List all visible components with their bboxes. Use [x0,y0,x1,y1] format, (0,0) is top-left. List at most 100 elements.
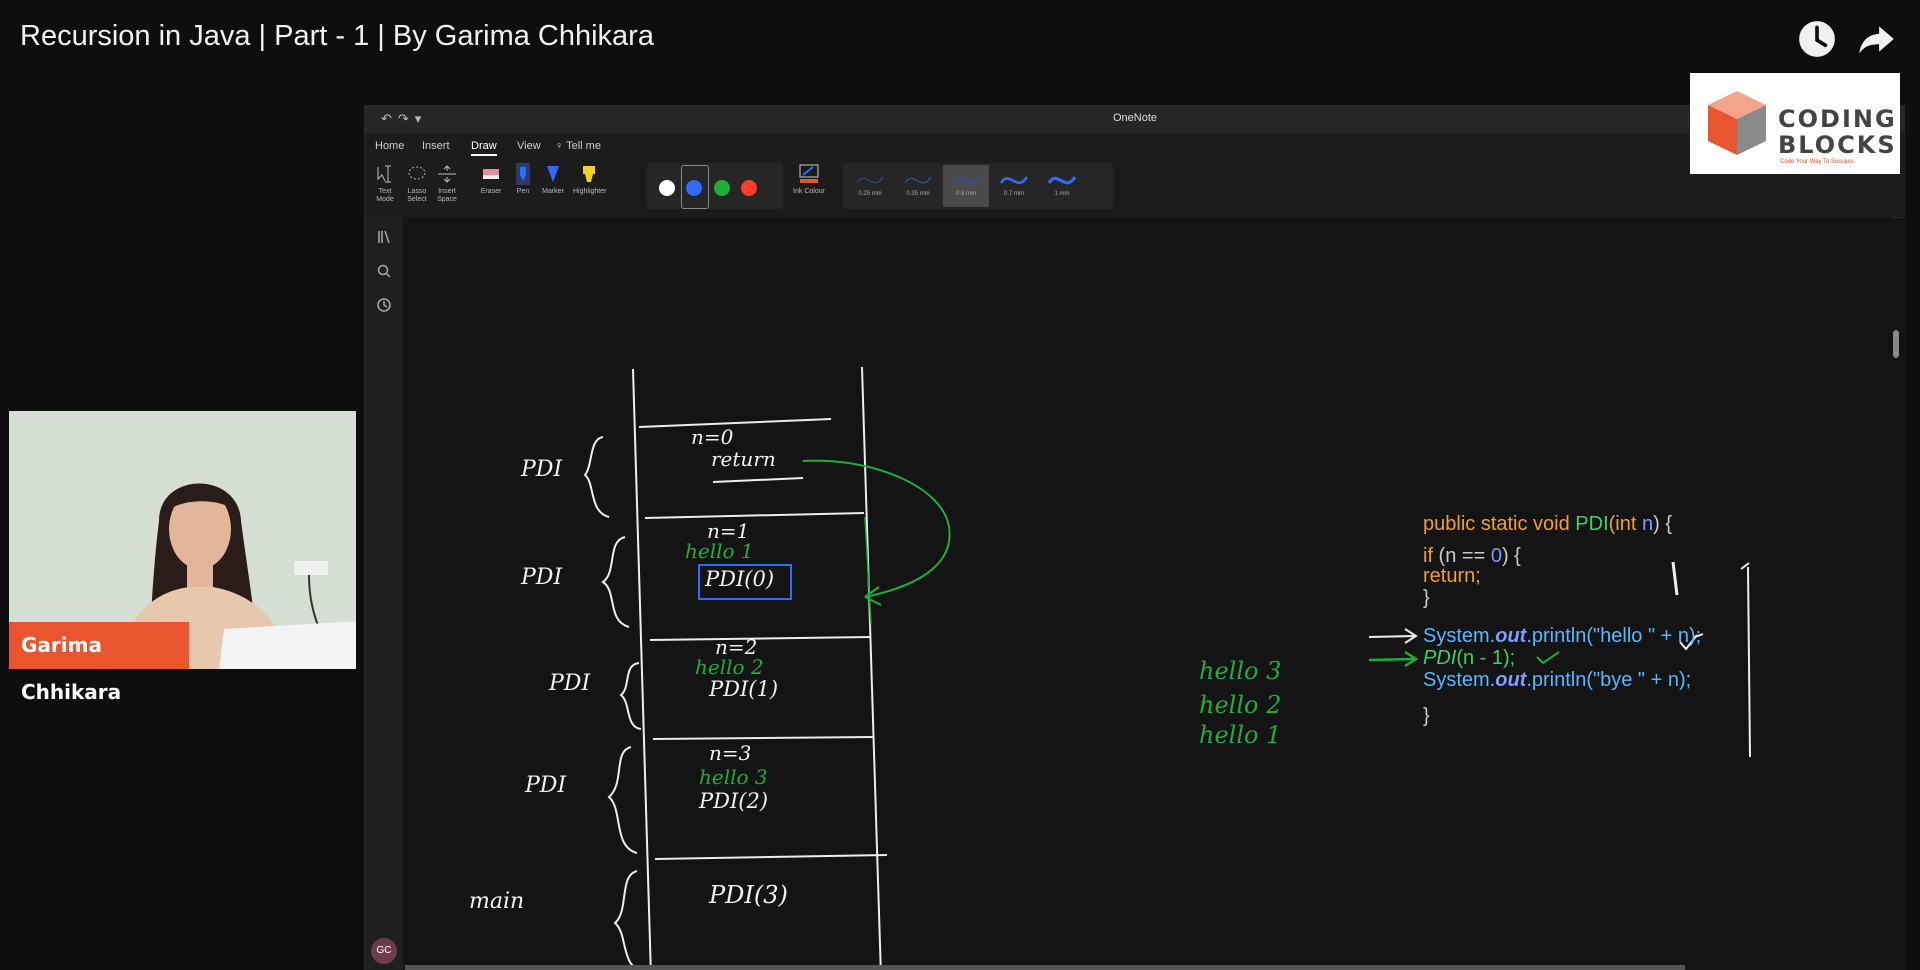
draw-ribbon: Text Mode Lasso Select Insert Space Eras… [365,159,1905,218]
ink-drawing [583,366,1751,970]
tool-label: Text Mode [376,188,394,203]
onenote-window: ↶↷▾ OneNote Home Insert Draw View ♀ Tell… [364,105,1905,970]
thickness-option[interactable]: 1 mm [1039,165,1085,207]
frame-label: PDI [521,565,563,590]
text-cursor-icon [377,165,391,183]
selected-color-frame [681,165,709,209]
code-close-if: } [1423,587,1430,609]
output-line: hello 2 [1199,691,1282,719]
frame-n-value: n=0 [691,425,734,449]
marker-tool[interactable]: Marker [537,163,569,196]
frame-call: PDI(1) [709,677,779,701]
thickness-palette: 0.25 mm 0.35 mm 0.5 mm 0.7 mm 1 mm [843,163,1113,209]
note-canvas[interactable]: PDI PDI PDI PDI main n=0 return n=1 hell… [403,217,1893,970]
frame-return: return [711,447,776,471]
code-recursive-call: PDI(n - 1); [1423,647,1516,669]
horizontal-scrollbar[interactable] [405,965,1685,970]
clock-icon[interactable] [1796,18,1838,60]
code-close-method: } [1423,705,1430,727]
recent-clock-icon[interactable] [376,297,392,313]
coding-blocks-logo: CODING BLOCKS Code Your Way To Success [1690,73,1900,174]
stroke-sample-icon [1047,176,1077,185]
highlighter-tool[interactable]: Highlighter [573,163,607,196]
ink-colour-icon [799,164,819,183]
tool-label: Ink Colour [793,188,825,195]
frame-n-value: n=1 [707,519,750,543]
stroke-sample-icon [856,176,884,184]
frame-n-value: n=2 [715,635,758,659]
frame-label: PDI [525,773,567,798]
search-icon[interactable] [376,263,392,279]
video-title: Recursion in Java | Part - 1 | By Garima… [20,20,654,52]
output-line: hello 3 [1199,657,1282,685]
color-swatch-green[interactable] [714,180,730,196]
pen-icon [516,163,530,185]
thickness-option[interactable]: 0.35 mm [895,165,941,207]
logo-tagline: Code Your Way To Success [1780,159,1854,165]
frame-call: PDI(2) [699,789,769,813]
lasso-select-tool[interactable]: Lasso Select [401,163,433,204]
color-swatch-blue[interactable] [686,180,702,196]
code-print-bye: System.out.println("bye " + n); [1423,669,1692,691]
notebooks-icon[interactable] [376,229,392,245]
thickness-option[interactable]: 0.25 mm [847,165,893,207]
presenter-name-tag: Garima Chhikara [9,622,189,704]
vertical-scrollbar[interactable] [1893,330,1899,358]
eraser-icon [483,169,499,179]
frame-label: PDI [521,457,563,482]
tab-draw[interactable]: Draw [471,140,497,156]
frame-output: hello 2 [695,655,764,679]
color-palette [647,163,783,209]
frame-label: PDI [549,671,591,696]
color-swatch-white[interactable] [659,180,675,196]
code-if: if (n == 0) { [1423,545,1521,567]
insert-space-tool[interactable]: Insert Space [431,163,463,204]
tab-view[interactable]: View [517,140,541,152]
frame-call: PDI(0) [705,567,775,591]
ink-colour-tool[interactable]: Ink Colour [789,163,829,196]
navigation-rail: GC [365,217,403,970]
logo-wordmark-line1: CODING [1778,105,1897,133]
tool-label: Marker [542,188,564,195]
tool-label: Pen [516,188,530,195]
ribbon-tabs: Home Insert Draw View ♀ Tell me [365,133,1905,159]
tab-insert[interactable]: Insert [422,140,450,152]
frame-output: hello 1 [685,539,754,563]
code-return: return; [1423,565,1481,587]
stroke-sample-icon [904,176,932,184]
thickness-option-selected[interactable]: 0.5 mm [943,165,989,207]
app-title: OneNote [1112,112,1158,124]
text-mode-tool[interactable]: Text Mode [369,163,401,204]
onenote-titlebar: ↶↷▾ OneNote [365,105,1905,133]
tell-me-label: Tell me [566,140,601,152]
tab-home[interactable]: Home [375,140,405,152]
insert-space-icon [438,165,456,183]
lightbulb-icon: ♀ [555,140,564,152]
logo-cube-icon [1708,91,1766,155]
undo-redo-icon[interactable]: ↶↷▾ [381,111,428,126]
tab-tell-me[interactable]: ♀ Tell me [555,140,601,152]
marker-icon [547,166,559,182]
tool-label: Highlighter [573,188,607,195]
code-print-hello: System.out.println("hello " + n); [1423,625,1702,647]
tool-label: Eraser [480,188,502,195]
color-swatch-red[interactable] [741,180,757,196]
stroke-sample-icon [999,176,1029,185]
user-avatar[interactable]: GC [371,938,397,964]
eraser-tool[interactable]: Eraser [475,163,507,196]
lasso-icon [408,166,426,180]
code-signature: public static void PDI(int n) { [1423,513,1673,535]
tool-label: Lasso Select [407,188,427,203]
stroke-sample-icon [952,176,980,184]
share-arrow-icon[interactable] [1856,18,1898,60]
pen-tool[interactable]: Pen [507,163,539,196]
tool-label: Insert Space [437,188,457,203]
frame-n-value: n=3 [709,741,752,765]
frame-call: PDI(3) [709,881,788,909]
highlighter-icon [583,166,595,182]
frame-output: hello 3 [699,765,768,789]
logo-wordmark-line2: BLOCKS [1778,131,1897,159]
thickness-option[interactable]: 0.7 mm [991,165,1037,207]
frame-label: main [469,889,525,914]
output-line: hello 1 [1199,721,1282,749]
